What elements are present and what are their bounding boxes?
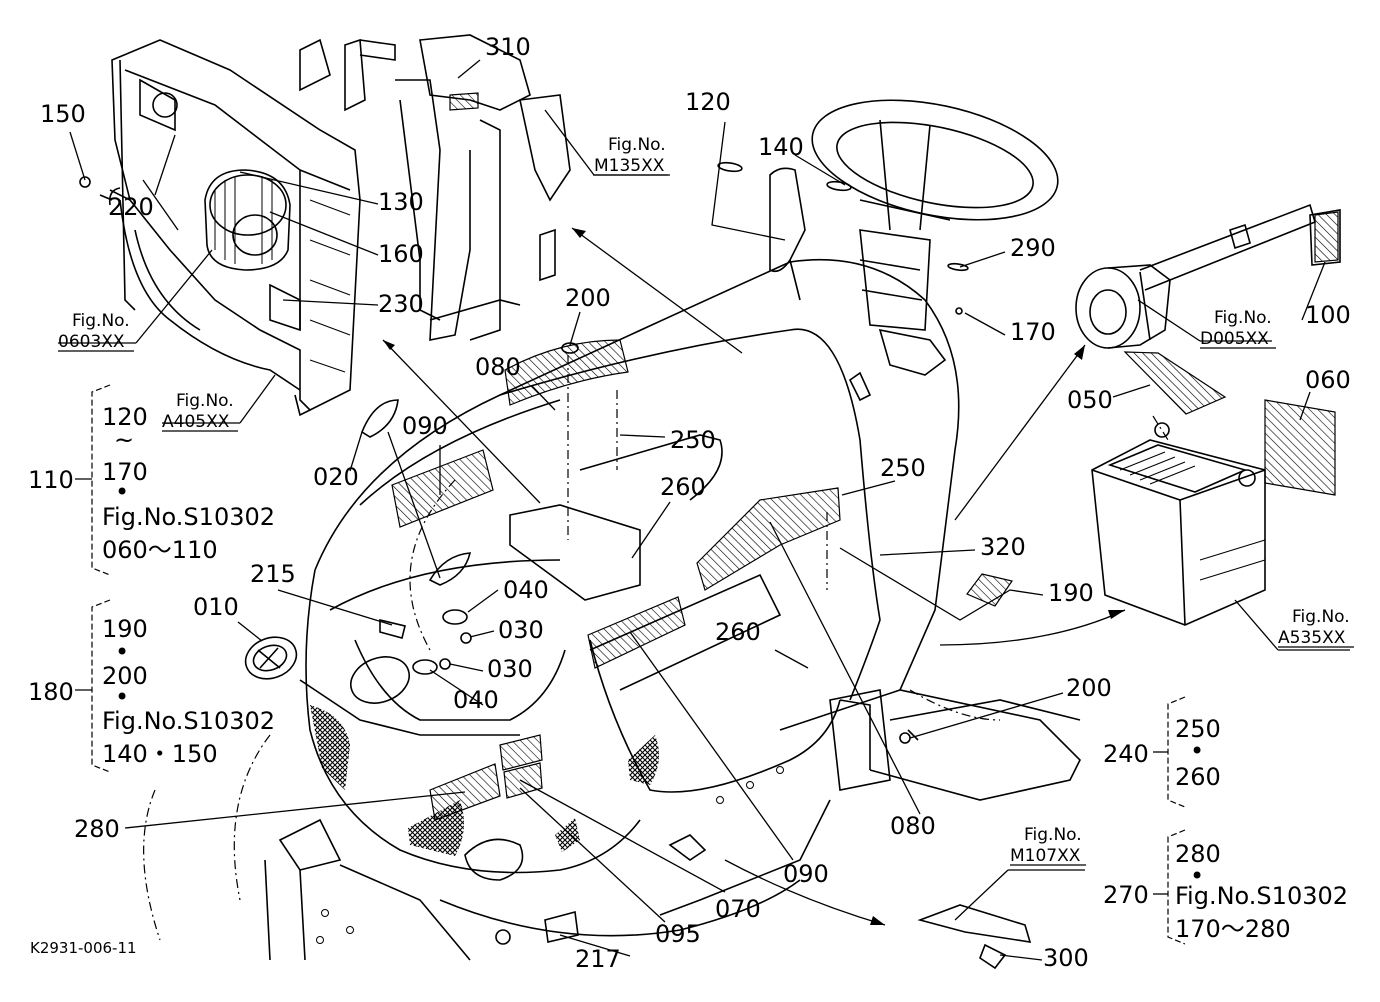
callout-200: 200 xyxy=(1066,674,1112,702)
steering-wheel-drawing xyxy=(769,99,1341,331)
callout-200: 200 xyxy=(565,284,611,312)
group-110: 110 120 ~ 170 • Fig.No.S10302 060～110 xyxy=(28,403,275,564)
callout-140: 140 xyxy=(758,133,804,161)
group-270: 270 280 • Fig.No.S10302 170～280 xyxy=(1103,840,1348,943)
callout-040: 040 xyxy=(503,576,549,604)
callout-numbers: 310 150 220 130 160 230 120 140 290 100 170 200 080 0… xyxy=(40,33,1351,973)
callout-030: 030 xyxy=(487,655,533,683)
callout-290: 290 xyxy=(1010,234,1056,262)
callout-010: 010 xyxy=(193,593,239,621)
callout-260: 260 xyxy=(660,473,706,501)
callout-250: 250 xyxy=(880,454,926,482)
group-110-line-3: 170 xyxy=(102,458,148,486)
callout-060: 060 xyxy=(1305,366,1351,394)
fig-ref-number: A535XX xyxy=(1278,628,1346,648)
group-110-line-4: • xyxy=(115,478,129,506)
battery-drawing xyxy=(1091,351,1336,626)
callout-310: 310 xyxy=(485,33,531,61)
frame-bracket-drawing xyxy=(299,34,571,341)
group-110-line-1: 120 xyxy=(102,403,148,431)
group-110-number: 110 xyxy=(28,466,74,494)
callout-120: 120 xyxy=(685,88,731,116)
group-180: 180 190 • 200 • Fig.No.S10302 140・150 xyxy=(28,615,275,768)
callout-300: 300 xyxy=(1043,944,1089,972)
callout-100: 100 xyxy=(1305,301,1351,329)
hood-drawing xyxy=(264,258,1081,961)
fig-ref-a405xx: Fig.No.A405XX xyxy=(162,391,238,432)
callout-320: 320 xyxy=(980,533,1026,561)
fig-ref-number: A405XX xyxy=(162,412,230,432)
fig-ref-m107xx: Fig.No.M107XX xyxy=(1010,825,1086,866)
callout-160: 160 xyxy=(378,240,424,268)
fig-ref-d005xx: Fig.No.D005XX xyxy=(1200,308,1276,349)
callout-040: 040 xyxy=(453,686,499,714)
fig-ref-number: D005XX xyxy=(1200,329,1269,349)
callout-095: 095 xyxy=(655,920,701,948)
fig-ref-0603xx: Fig.No.0603XX xyxy=(58,311,134,352)
group-110-line-5: Fig.No.S10302 xyxy=(102,503,275,531)
fig-ref-number: 0603XX xyxy=(58,332,125,352)
callout-190: 190 xyxy=(1048,579,1094,607)
radiator-shroud-drawing xyxy=(79,39,361,417)
fig-ref-label: Fig.No. xyxy=(1024,825,1082,845)
callout-090: 090 xyxy=(783,860,829,888)
group-270-line-2: • xyxy=(1190,862,1204,890)
group-180-number: 180 xyxy=(28,678,74,706)
group-240-line-1: 250 xyxy=(1175,715,1221,743)
callout-280: 280 xyxy=(74,815,120,843)
fig-ref-number: M107XX xyxy=(1010,846,1081,866)
callout-050: 050 xyxy=(1067,386,1113,414)
callout-020: 020 xyxy=(313,463,359,491)
group-240-number: 240 xyxy=(1103,740,1149,768)
figure-references: Fig.No.0603XXFig.No.A405XXFig.No.M135XXF… xyxy=(58,135,1354,866)
pto-shaft-drawing xyxy=(1075,203,1316,349)
group-180-line-1: 190 xyxy=(102,615,148,643)
group-180-line-4: • xyxy=(115,683,129,711)
group-270-line-4: 170～280 xyxy=(1175,915,1291,943)
fig-ref-label: Fig.No. xyxy=(608,135,666,155)
group-180-line-2: • xyxy=(115,638,129,666)
callout-150: 150 xyxy=(40,100,86,128)
fig-ref-number: M135XX xyxy=(594,156,665,176)
callout-230: 230 xyxy=(378,290,424,318)
callout-220: 220 xyxy=(108,193,154,221)
group-180-line-5: Fig.No.S10302 xyxy=(102,707,275,735)
callout-080: 080 xyxy=(475,353,521,381)
group-240-line-3: 260 xyxy=(1175,763,1221,791)
assembly-arrows xyxy=(382,227,1126,926)
group-270-line-3: Fig.No.S10302 xyxy=(1175,882,1348,910)
group-240-line-2: • xyxy=(1190,737,1204,765)
group-180-line-6: 140・150 xyxy=(102,740,218,768)
callout-130: 130 xyxy=(378,188,424,216)
group-240: 240 250 • 260 xyxy=(1103,715,1221,791)
callout-170: 170 xyxy=(1010,318,1056,346)
callout-080: 080 xyxy=(890,812,936,840)
callout-030: 030 xyxy=(498,616,544,644)
fig-ref-a535xx: Fig.No.A535XX xyxy=(1278,607,1354,648)
callout-070: 070 xyxy=(715,895,761,923)
callout-215: 215 xyxy=(250,560,296,588)
hardware-parts xyxy=(244,161,1032,970)
fig-ref-m135xx: Fig.No.M135XX xyxy=(594,135,670,176)
group-180-line-3: 200 xyxy=(102,662,148,690)
group-110-line-2: ~ xyxy=(114,426,134,454)
fig-ref-label: Fig.No. xyxy=(72,311,130,331)
diagram-code: K2931-006-11 xyxy=(30,939,137,957)
callout-090: 090 xyxy=(402,412,448,440)
group-110-line-6: 060～110 xyxy=(102,536,218,564)
callout-260: 260 xyxy=(715,618,761,646)
callout-217: 217 xyxy=(575,945,621,973)
fig-ref-label: Fig.No. xyxy=(1292,607,1350,627)
fig-ref-label: Fig.No. xyxy=(176,391,234,411)
group-270-line-1: 280 xyxy=(1175,840,1221,868)
group-brackets xyxy=(75,384,1186,945)
callout-250: 250 xyxy=(670,426,716,454)
assembly-centerlines xyxy=(143,355,1169,941)
group-270-number: 270 xyxy=(1103,881,1149,909)
fig-ref-label: Fig.No. xyxy=(1214,308,1272,328)
